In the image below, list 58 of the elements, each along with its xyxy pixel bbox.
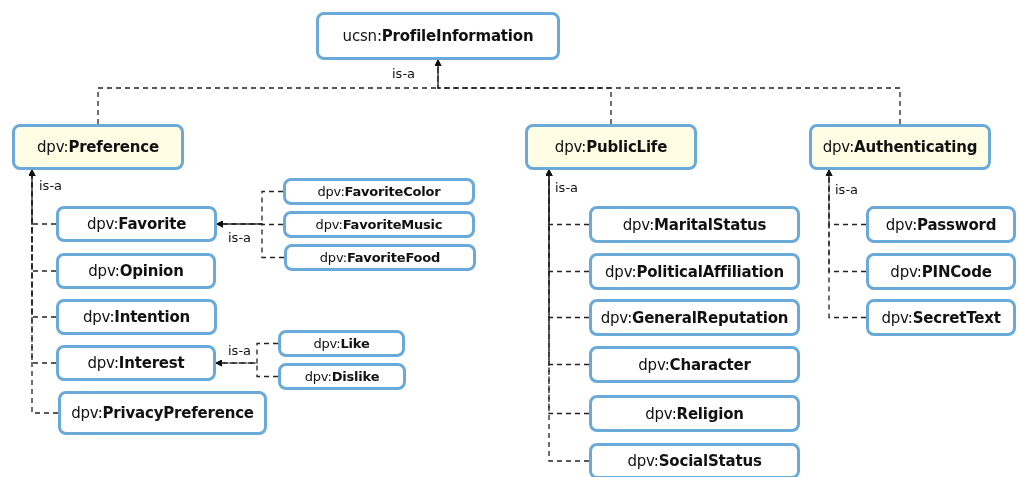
class-box [56, 206, 217, 242]
class-box [283, 211, 475, 238]
is-a-arrow [545, 169, 590, 462]
edge-label: is-a [391, 66, 417, 81]
class-name: dpv:Interest [87, 354, 185, 372]
class-name: dpv:Dislike [304, 369, 380, 384]
edge-label: is-a [554, 180, 580, 195]
class-name: dpv:SecretText [881, 308, 1001, 327]
class-name: dpv:FavoriteColor [317, 184, 441, 199]
class-name: dpv:GeneralReputation [600, 308, 789, 327]
class-name: dpv:Like [313, 336, 370, 351]
is-a-arrow [825, 169, 867, 319]
class-name: dpv:FavoriteMusic [315, 217, 443, 232]
class-box [589, 346, 800, 383]
is-a-arrow [28, 169, 59, 414]
class-name: dpv:Password [885, 215, 997, 234]
is-a-arrow [215, 359, 279, 378]
class-name: dpv:SocialStatus [627, 452, 762, 470]
class-box [866, 299, 1016, 336]
class-name: dpv:Preference [37, 138, 159, 156]
class-box [589, 299, 800, 336]
class-box [589, 443, 800, 477]
class-box [56, 345, 216, 381]
class-box [589, 206, 800, 243]
class-box [278, 363, 406, 390]
class-box [589, 395, 800, 432]
class-name: dpv:Opinion [88, 262, 184, 280]
class-name: dpv:MaritalStatus [622, 215, 767, 234]
class-name: dpv:PrivacyPreference [71, 404, 254, 422]
edge-label: is-a [227, 343, 253, 358]
class-box [56, 253, 216, 289]
category-box [12, 124, 184, 170]
class-box [283, 178, 475, 205]
class-box [278, 330, 405, 357]
class-box [316, 12, 560, 60]
class-name: dpv:Religion [645, 404, 744, 423]
class-name: dpv:PoliticalAffiliation [605, 262, 784, 281]
edge-label: is-a [227, 230, 253, 245]
class-box [284, 244, 476, 271]
class-box [56, 299, 217, 335]
edge-label: is-a [38, 178, 64, 193]
class-name: dpv:PINCode [890, 262, 992, 281]
class-name: dpv:Intention [82, 308, 191, 326]
class-box [58, 391, 267, 435]
class-name: ucsn:ProfileInformation [342, 27, 534, 45]
category-box [525, 124, 697, 170]
class-name: dpv:FavoriteFood [319, 250, 441, 265]
class-box [866, 206, 1016, 243]
is-a-arrow [216, 220, 285, 259]
edge-label: is-a [834, 182, 860, 197]
class-name: dpv:Authenticating [822, 138, 978, 156]
class-name: dpv:Favorite [86, 215, 187, 233]
class-box [866, 253, 1016, 290]
category-box [809, 124, 991, 170]
is-a-arrow [434, 59, 901, 125]
class-name: dpv:Character [638, 355, 751, 374]
class-box [589, 253, 800, 290]
class-name: dpv:PublicLife [554, 138, 668, 156]
